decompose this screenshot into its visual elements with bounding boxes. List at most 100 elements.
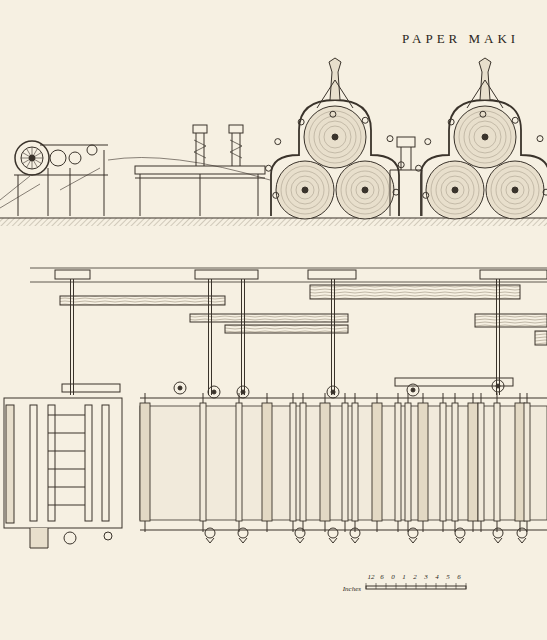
scale-number: 1 [401, 574, 407, 581]
weight-lever [479, 58, 491, 100]
bevel-gear-box [395, 378, 513, 386]
scale-tick [426, 583, 427, 589]
roll [140, 403, 150, 521]
drying-cylinder-group [416, 58, 547, 219]
bearing [493, 528, 503, 538]
roll [300, 403, 306, 521]
cylinder-shading [506, 181, 524, 199]
vertical-shaft [242, 279, 245, 395]
press-roll [69, 152, 81, 164]
screw-thread [194, 140, 206, 158]
gear-wheel [327, 386, 339, 398]
cutter-head [397, 137, 415, 147]
wheel-hub [29, 155, 35, 161]
cylinder-shading [464, 116, 506, 158]
cutter-frame [390, 147, 422, 216]
bearing-foot [456, 538, 464, 543]
reel-wheel-inner [21, 147, 43, 169]
drive-pulley [225, 325, 348, 333]
cylinder-shading [474, 126, 496, 148]
scale-tick [376, 583, 377, 589]
roll-journal [293, 393, 294, 403]
bearing-foot [518, 538, 526, 543]
gear-hub [241, 390, 245, 394]
cylinder-journal [302, 187, 308, 193]
roll-journal [497, 521, 498, 532]
shaft-bracket [195, 270, 258, 279]
scale-tick [416, 583, 417, 589]
gear-wheel [407, 384, 419, 396]
scale-tick [366, 583, 367, 589]
bearing-foot [329, 538, 337, 543]
roll-journal [267, 393, 268, 403]
suction-box-column [196, 133, 204, 166]
gear-hub [411, 388, 415, 392]
roll [262, 403, 272, 521]
scale-tick [466, 583, 467, 589]
wet-end-frame [4, 398, 122, 528]
roll-journal [345, 521, 346, 532]
bearing-foot [351, 538, 359, 543]
cylinder-shading [491, 166, 539, 214]
cylinder-journal [452, 187, 458, 193]
frame-rail [30, 405, 37, 521]
guide-roll [275, 139, 281, 145]
bearing-foot [409, 538, 417, 543]
drive-pulley [310, 285, 520, 299]
cylinder-shading [351, 176, 379, 204]
cylinder-shading [501, 176, 529, 204]
ladder-rung [48, 433, 85, 434]
gear [104, 532, 112, 540]
roll [352, 403, 358, 521]
roll-journal [203, 393, 204, 403]
roll [452, 403, 458, 521]
scale-unit: Inches [342, 586, 362, 593]
bevel-gear-box [62, 384, 120, 392]
roll-journal [303, 521, 304, 532]
press-roll [87, 145, 97, 155]
reel-machine [0, 141, 108, 216]
cylinder-shading [441, 176, 469, 204]
gear [64, 532, 76, 544]
drive-pulley [190, 314, 348, 322]
roll-journal [145, 521, 146, 532]
cylinder-shading [286, 171, 324, 209]
scale-tick [446, 583, 447, 589]
guide-roll [448, 119, 454, 125]
guide-roll [273, 192, 279, 198]
roll-journal [423, 393, 424, 403]
lever-stay [467, 80, 503, 108]
roll [468, 403, 478, 521]
plan-view [4, 268, 547, 548]
gear-hub [331, 390, 335, 394]
cylinder-shading [296, 181, 314, 199]
scale-number: 12 [367, 574, 376, 581]
screw-thread [230, 140, 242, 158]
bearing [517, 528, 527, 538]
vertical-shaft [209, 279, 212, 395]
roll [478, 403, 484, 521]
cylinder-shading [319, 121, 351, 153]
roll-journal [520, 521, 521, 532]
scale-number: 4 [434, 574, 440, 581]
scale-tick [386, 583, 387, 589]
cylinder-shading [431, 166, 479, 214]
weight-lever [329, 58, 341, 100]
wet-end [4, 398, 122, 548]
roll-journal [325, 521, 326, 532]
guide-roll [266, 165, 272, 171]
guide-roll [425, 139, 431, 145]
roll-journal [145, 393, 146, 403]
cylinder-journal [362, 187, 368, 193]
roll-journal [267, 521, 268, 532]
bearing-foot [494, 538, 502, 543]
drive-pulley [535, 331, 547, 345]
roll [342, 403, 348, 521]
bearing [205, 528, 215, 538]
cylinder-shading [314, 116, 356, 158]
roll [236, 403, 242, 521]
press-frame [14, 145, 108, 216]
guide-roll [543, 189, 547, 195]
